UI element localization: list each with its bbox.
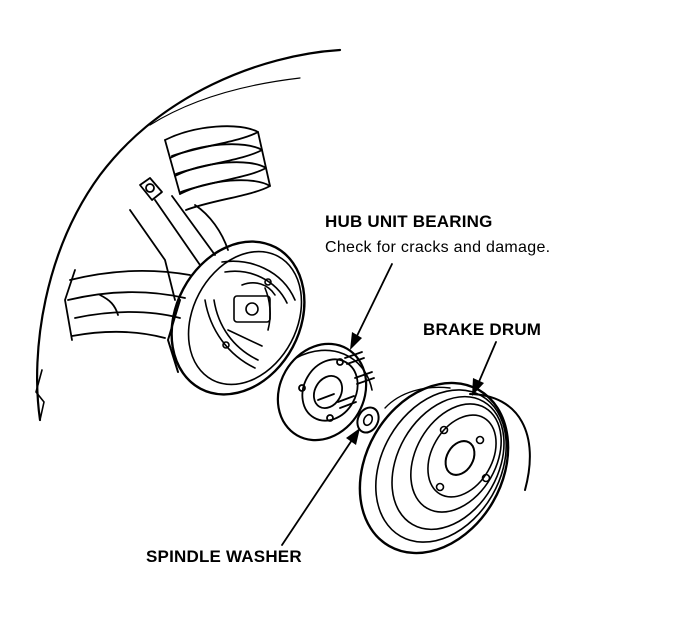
wheel-arch-outline	[35, 48, 342, 422]
spindle-washer-label: SPINDLE WASHER	[146, 547, 302, 566]
hub-bearing-arrowhead	[350, 332, 362, 350]
coil-spring	[164, 125, 271, 211]
brake-drum-leader	[477, 341, 497, 385]
leader-lines	[281, 263, 497, 546]
spindle-washer	[356, 406, 380, 434]
trailing-arm	[64, 269, 191, 341]
wheel-studs	[298, 351, 375, 422]
hub-unit-bearing-label: HUB UNIT BEARING	[325, 212, 493, 231]
strut-body	[129, 177, 229, 301]
drum-stud-holes	[435, 425, 491, 492]
spindle-washer-arrowhead	[346, 428, 360, 445]
hub-unit-bearing-note: Check for cracks and damage.	[325, 239, 551, 256]
brake-drum	[358, 381, 531, 555]
brake-drum-arrowhead	[472, 378, 484, 396]
brake-shoes	[204, 260, 296, 369]
hub-bearing-leader	[355, 263, 393, 339]
brake-drum-label: BRAKE DRUM	[423, 320, 542, 339]
spindle-washer-leader	[281, 439, 353, 546]
backing-plate	[167, 240, 306, 396]
hub-unit-bearing	[276, 342, 375, 442]
